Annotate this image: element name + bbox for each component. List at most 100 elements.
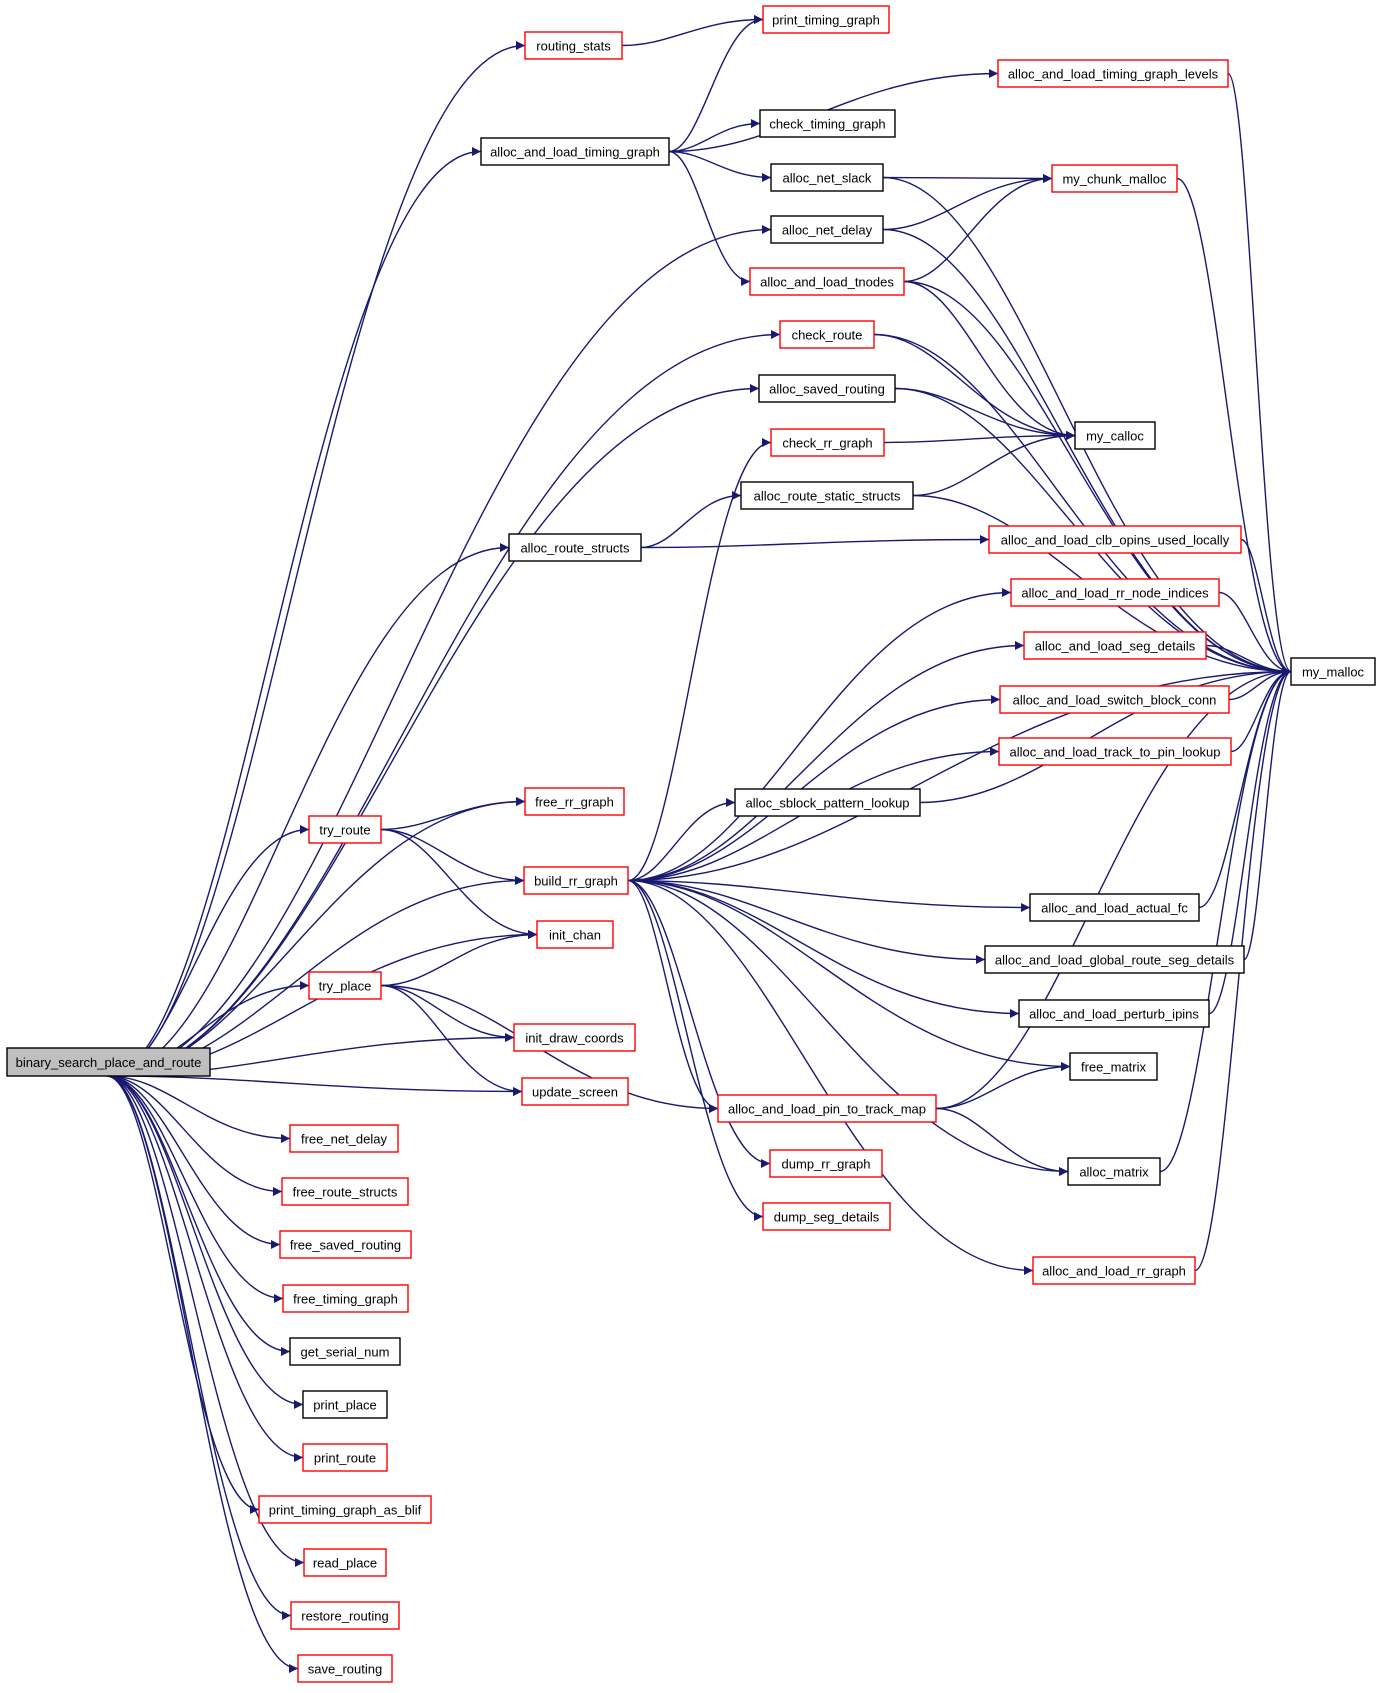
edge-alloc_and_load_timing_graph-to-alloc_net_slack	[668, 150, 772, 182]
edge-try_route-to-init_chan	[380, 828, 538, 939]
node-try_place[interactable]: try_place	[308, 971, 382, 1000]
node-read_place[interactable]: read_place	[303, 1548, 387, 1577]
node-dump_seg_details[interactable]: dump_seg_details	[762, 1202, 891, 1231]
node-box	[740, 481, 914, 510]
edge-alloc_and_load_seg_details-to-my_malloc	[1205, 644, 1292, 676]
node-alloc_and_load_pin_to_track_map[interactable]: alloc_and_load_pin_to_track_map	[717, 1094, 937, 1123]
node-print_place[interactable]: print_place	[302, 1390, 388, 1419]
node-alloc_net_slack[interactable]: alloc_net_slack	[770, 163, 884, 192]
edge-binary_search_place_and_route-to-free_saved_routing	[106, 1075, 281, 1249]
node-alloc_and_load_timing_graph_levels[interactable]: alloc_and_load_timing_graph_levels	[997, 59, 1229, 88]
node-alloc_and_load_global_route_seg_details[interactable]: alloc_and_load_global_route_seg_details	[984, 945, 1245, 974]
node-check_timing_graph[interactable]: check_timing_graph	[759, 109, 896, 138]
node-update_screen[interactable]: update_screen	[521, 1077, 629, 1106]
edge-build_rr_graph-to-dump_rr_graph	[627, 879, 771, 1168]
edge-binary_search_place_and_route-to-try_route	[106, 825, 310, 1077]
node-box	[758, 374, 896, 403]
node-save_routing[interactable]: save_routing	[297, 1654, 393, 1683]
node-box	[984, 945, 1245, 974]
node-build_rr_graph[interactable]: build_rr_graph	[523, 866, 629, 895]
node-box	[536, 920, 614, 949]
node-free_saved_routing[interactable]: free_saved_routing	[279, 1230, 412, 1259]
node-print_timing_graph[interactable]: print_timing_graph	[762, 5, 890, 34]
node-restore_routing[interactable]: restore_routing	[290, 1601, 400, 1630]
node-init_chan[interactable]: init_chan	[536, 920, 614, 949]
node-alloc_matrix[interactable]: alloc_matrix	[1067, 1157, 1161, 1186]
node-try_route[interactable]: try_route	[308, 815, 382, 844]
node-label: get_serial_num	[301, 1345, 390, 1360]
node-my_chunk_malloc[interactable]: my_chunk_malloc	[1051, 164, 1178, 193]
node-box	[521, 1077, 629, 1106]
node-alloc_and_load_rr_node_indices[interactable]: alloc_and_load_rr_node_indices	[1010, 578, 1220, 607]
node-alloc_and_load_seg_details[interactable]: alloc_and_load_seg_details	[1023, 631, 1207, 660]
node-free_timing_graph[interactable]: free_timing_graph	[282, 1284, 409, 1313]
node-box	[297, 1654, 393, 1683]
node-label: check_timing_graph	[769, 117, 885, 132]
node-box	[308, 815, 382, 844]
node-box	[762, 1202, 891, 1231]
node-print_route[interactable]: print_route	[302, 1443, 388, 1472]
node-alloc_route_structs[interactable]: alloc_route_structs	[508, 533, 642, 562]
node-box	[308, 971, 382, 1000]
edge-build_rr_graph-to-alloc_and_load_global_route_seg_details	[627, 879, 986, 964]
node-free_route_structs[interactable]: free_route_structs	[281, 1177, 409, 1206]
node-box	[289, 1124, 399, 1153]
node-label: free_route_structs	[293, 1185, 398, 1200]
node-my_calloc[interactable]: my_calloc	[1074, 421, 1156, 450]
edge-alloc_and_load_tnodes-to-my_chunk_malloc	[903, 174, 1053, 283]
node-label: init_chan	[549, 928, 601, 943]
node-alloc_route_static_structs[interactable]: alloc_route_static_structs	[740, 481, 914, 510]
node-alloc_saved_routing[interactable]: alloc_saved_routing	[758, 374, 896, 403]
edge-binary_search_place_and_route-to-alloc_saved_routing	[106, 384, 760, 1077]
node-label: alloc_and_load_perturb_ipins	[1029, 1007, 1199, 1022]
node-alloc_and_load_rr_graph[interactable]: alloc_and_load_rr_graph	[1032, 1256, 1196, 1285]
node-alloc_and_load_timing_graph[interactable]: alloc_and_load_timing_graph	[480, 137, 670, 166]
edge-binary_search_place_and_route-to-get_serial_num	[106, 1075, 291, 1356]
node-init_draw_coords[interactable]: init_draw_coords	[513, 1023, 636, 1052]
node-my_malloc[interactable]: my_malloc	[1290, 657, 1376, 686]
node-label: alloc_route_static_structs	[754, 489, 901, 504]
edge-alloc_and_load_timing_graph_levels-to-my_malloc	[1227, 72, 1292, 676]
node-routing_stats[interactable]: routing_stats	[524, 31, 623, 60]
node-alloc_sblock_pattern_lookup[interactable]: alloc_sblock_pattern_lookup	[734, 788, 921, 817]
node-box	[770, 163, 884, 192]
edge-routing_stats-to-print_timing_graph	[621, 15, 764, 47]
node-free_matrix[interactable]: free_matrix	[1069, 1052, 1158, 1081]
node-box	[289, 1337, 401, 1366]
node-print_timing_graph_as_blif[interactable]: print_timing_graph_as_blif	[258, 1495, 432, 1524]
edge-build_rr_graph-to-alloc_and_load_perturb_ipins	[627, 879, 1020, 1018]
edge-binary_search_place_and_route-to-update_screen	[106, 1075, 523, 1096]
node-check_route[interactable]: check_route	[779, 320, 875, 349]
node-check_rr_graph[interactable]: check_rr_graph	[770, 428, 885, 457]
node-layer: binary_search_place_and_route routing_sta…	[6, 5, 1376, 1683]
node-dump_rr_graph[interactable]: dump_rr_graph	[769, 1149, 883, 1178]
edge-alloc_and_load_pin_to_track_map-to-free_matrix	[935, 1062, 1071, 1110]
edge-binary_search_place_and_route-to-restore_routing	[106, 1075, 292, 1620]
node-alloc_and_load_tnodes[interactable]: alloc_and_load_tnodes	[749, 267, 905, 296]
node-free_net_delay[interactable]: free_net_delay	[289, 1124, 399, 1153]
node-alloc_and_load_switch_block_conn[interactable]: alloc_and_load_switch_block_conn	[999, 685, 1230, 714]
node-get_serial_num[interactable]: get_serial_num	[289, 1337, 401, 1366]
node-label: alloc_and_load_clb_opins_used_locally	[1001, 533, 1230, 548]
node-binary_search_place_and_route[interactable]: binary_search_place_and_route	[6, 1047, 211, 1077]
node-free_rr_graph[interactable]: free_rr_graph	[524, 787, 625, 816]
node-label: free_timing_graph	[293, 1292, 398, 1307]
edge-alloc_net_delay-to-my_chunk_malloc	[882, 174, 1053, 231]
edge-alloc_and_load_timing_graph-to-alloc_and_load_tnodes	[668, 150, 751, 286]
node-alloc_net_delay[interactable]: alloc_net_delay	[770, 215, 884, 244]
node-label: free_matrix	[1081, 1060, 1147, 1075]
edge-alloc_and_load_pin_to_track_map-to-my_malloc	[935, 667, 1292, 1110]
node-label: alloc_and_load_switch_block_conn	[1013, 693, 1217, 708]
edge-alloc_and_load_timing_graph-to-check_timing_graph	[668, 119, 761, 153]
node-alloc_and_load_perturb_ipins[interactable]: alloc_and_load_perturb_ipins	[1018, 999, 1210, 1028]
edge-binary_search_place_and_route-to-free_route_structs	[106, 1075, 283, 1196]
node-alloc_and_load_actual_fc[interactable]: alloc_and_load_actual_fc	[1029, 893, 1200, 922]
node-box	[513, 1023, 636, 1052]
node-label: my_calloc	[1086, 429, 1144, 444]
edge-alloc_and_load_pin_to_track_map-to-alloc_matrix	[935, 1107, 1069, 1176]
edge-binary_search_place_and_route-to-read_place	[106, 1075, 305, 1567]
node-alloc_and_load_clb_opins_used_locally[interactable]: alloc_and_load_clb_opins_used_locally	[988, 525, 1242, 554]
node-box	[769, 1149, 883, 1178]
node-label: read_place	[313, 1556, 377, 1571]
node-alloc_and_load_track_to_pin_lookup[interactable]: alloc_and_load_track_to_pin_lookup	[998, 737, 1232, 766]
